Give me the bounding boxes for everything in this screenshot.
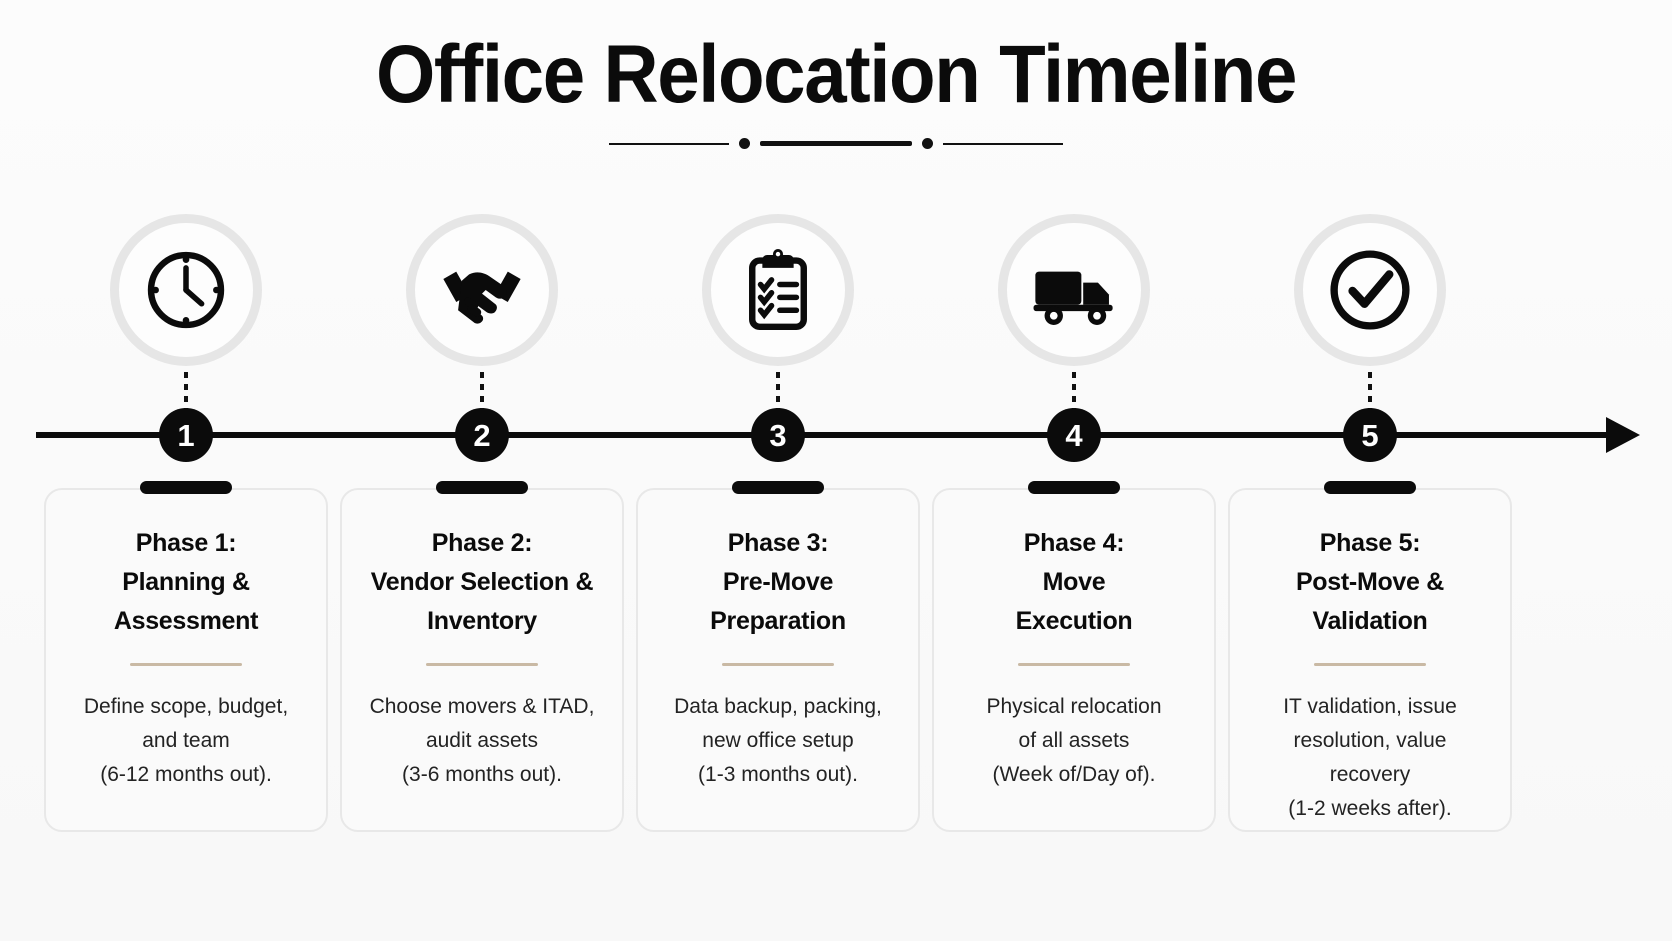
phase-column-3[interactable]: 3 Phase 3: Pre-Move Preparation Data bac… (630, 0, 926, 941)
connector-2 (480, 372, 484, 414)
divider-dot-left (739, 138, 750, 149)
phase-title-line3: Preparation (710, 607, 846, 635)
phase-accent-rule-5 (1314, 663, 1426, 666)
phase-title-line2: Move (1042, 568, 1106, 596)
phase-desc-line2: audit assets (425, 729, 539, 752)
connector-5 (1368, 372, 1372, 414)
timeline-node-3[interactable]: 3 (751, 408, 805, 462)
card-tab-3 (732, 481, 824, 494)
phase-desc-line4: (1-2 weeks after). (1288, 797, 1452, 820)
phase-title-line2: Vendor Selection & (370, 568, 594, 596)
divider-line-left (609, 142, 729, 145)
phase-title-line3: Inventory (427, 607, 537, 635)
timeline-axis (36, 432, 1616, 438)
phase-desc-line3: (1-3 months out). (698, 763, 858, 786)
phase-desc-line2: resolution, value (1293, 729, 1447, 752)
timeline-arrowhead-icon (1606, 417, 1640, 453)
phase-desc-line3: (6-12 months out). (100, 763, 272, 786)
card-tab-2 (436, 481, 528, 494)
phase-column-2[interactable]: 2 Phase 2: Vendor Selection & Inventory … (334, 0, 630, 941)
clock-icon (140, 244, 232, 336)
phase-title-3: Phase 3: Pre-Move Preparation (654, 524, 902, 641)
handshake-icon (436, 244, 528, 336)
phase-card-5[interactable]: Phase 5: Post-Move & Validation IT valid… (1228, 488, 1512, 832)
phase-title-line1: Phase 1: (135, 529, 237, 557)
phase-description-1: Define scope, budget, and team (6-12 mon… (62, 690, 310, 792)
phase-accent-rule-2 (426, 663, 538, 666)
connector-3 (776, 372, 780, 414)
phase-accent-rule-4 (1018, 663, 1130, 666)
title-divider-ornament (0, 138, 1672, 149)
phase-desc-line2: of all assets (1018, 729, 1130, 752)
timeline-node-1[interactable]: 1 (159, 408, 213, 462)
phase-card-3[interactable]: Phase 3: Pre-Move Preparation Data backu… (636, 488, 920, 832)
icon-badge-3 (702, 214, 854, 366)
phase-desc-line1: IT validation, issue (1283, 695, 1457, 718)
phase-title-line1: Phase 5: (1319, 529, 1421, 557)
phase-desc-line2: and team (142, 729, 230, 752)
phase-title-line2: Post-Move & (1295, 568, 1445, 596)
phase-card-4[interactable]: Phase 4: Move Execution Physical relocat… (932, 488, 1216, 832)
phase-title-5: Phase 5: Post-Move & Validation (1246, 524, 1494, 641)
phase-desc-line3: (3-6 months out). (402, 763, 562, 786)
phase-column-4[interactable]: 4 Phase 4: Move Execution Physical reloc… (926, 0, 1222, 941)
phase-description-4: Physical relocation of all assets (Week … (950, 690, 1198, 792)
phase-desc-line1: Choose movers & ITAD, (369, 695, 595, 718)
divider-dot-right (922, 138, 933, 149)
phase-description-5: IT validation, issue resolution, value r… (1246, 690, 1494, 826)
phase-desc-line1: Define scope, budget, (83, 695, 289, 718)
phase-card-1[interactable]: Phase 1: Planning & Assessment Define sc… (44, 488, 328, 832)
phase-title-line2: Pre-Move (722, 568, 834, 596)
divider-line-center (760, 141, 912, 146)
phase-card-2[interactable]: Phase 2: Vendor Selection & Inventory Ch… (340, 488, 624, 832)
icon-badge-4 (998, 214, 1150, 366)
icon-badge-1 (110, 214, 262, 366)
phase-desc-line3: recovery (1329, 763, 1411, 786)
icon-badge-5 (1294, 214, 1446, 366)
page-title: Office Relocation Timeline (375, 29, 1297, 120)
clipboard-checklist-icon (732, 244, 824, 336)
connector-1 (184, 372, 188, 414)
icon-badge-2 (406, 214, 558, 366)
phase-description-2: Choose movers & ITAD, audit assets (3-6 … (358, 690, 606, 792)
phase-title-line3: Assessment (113, 607, 259, 635)
phase-accent-rule-3 (722, 663, 834, 666)
divider-line-right (943, 142, 1063, 145)
phase-title-line3: Execution (1015, 607, 1133, 635)
connector-4 (1072, 372, 1076, 414)
phase-column-5[interactable]: 5 Phase 5: Post-Move & Validation IT val… (1222, 0, 1518, 941)
phase-title-line1: Phase 4: (1023, 529, 1125, 557)
phase-description-3: Data backup, packing, new office setup (… (654, 690, 902, 792)
phase-title-line2: Planning & (122, 568, 250, 596)
phase-desc-line1: Physical relocation (986, 695, 1162, 718)
card-tab-4 (1028, 481, 1120, 494)
timeline-node-4[interactable]: 4 (1047, 408, 1101, 462)
phase-title-line1: Phase 3: (727, 529, 829, 557)
phase-title-line3: Validation (1312, 607, 1428, 635)
phase-title-1: Phase 1: Planning & Assessment (62, 524, 310, 641)
phase-desc-line1: Data backup, packing, (674, 695, 882, 718)
delivery-truck-icon (1028, 244, 1120, 336)
phase-desc-line3: (Week of/Day of). (992, 763, 1156, 786)
phase-desc-line2: new office setup (702, 729, 854, 752)
phase-title-2: Phase 2: Vendor Selection & Inventory (358, 524, 606, 641)
card-tab-1 (140, 481, 232, 494)
phase-title-4: Phase 4: Move Execution (950, 524, 1198, 641)
phase-title-line1: Phase 2: (431, 529, 533, 557)
timeline-node-5[interactable]: 5 (1343, 408, 1397, 462)
card-tab-5 (1324, 481, 1416, 494)
check-circle-icon (1324, 244, 1416, 336)
phase-accent-rule-1 (130, 663, 242, 666)
phase-column-1[interactable]: 1 Phase 1: Planning & Assessment Define … (38, 0, 334, 941)
timeline-node-2[interactable]: 2 (455, 408, 509, 462)
